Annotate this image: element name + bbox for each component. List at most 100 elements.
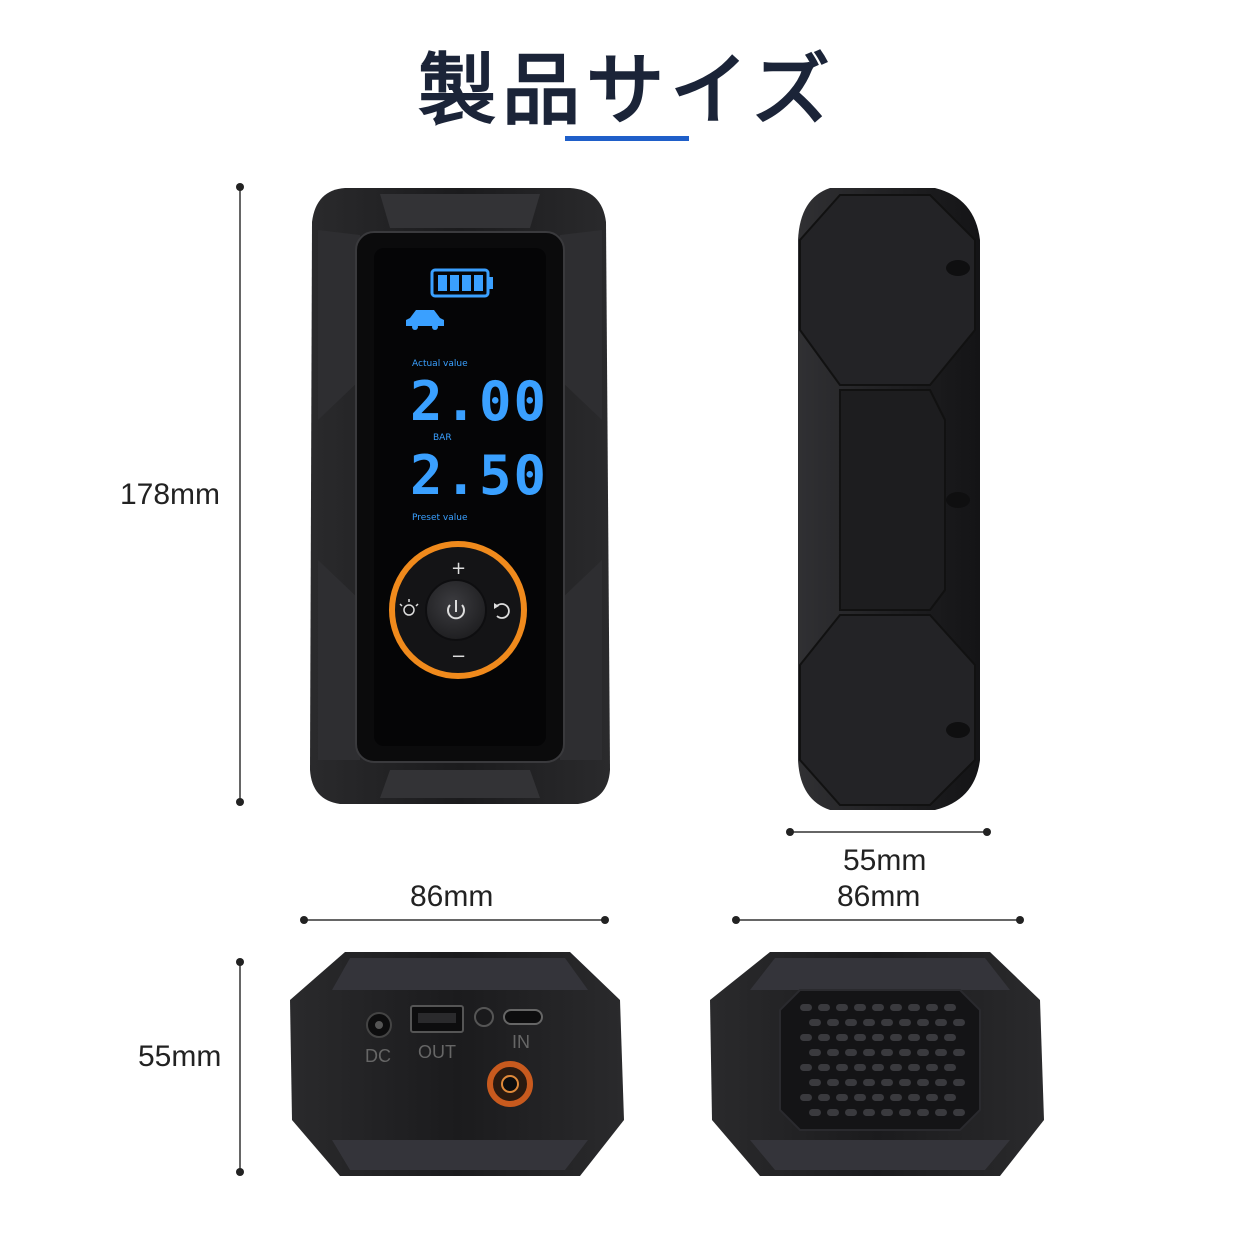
vent-hole [944, 1064, 956, 1071]
vent-hole [872, 1034, 884, 1041]
vent-hole [800, 1004, 812, 1011]
dimension-line-back-width [732, 916, 1024, 924]
in-label: IN [512, 1032, 530, 1052]
vent-hole [890, 1094, 902, 1101]
vent-hole [881, 1109, 893, 1116]
dimension-label-side-depth: 55mm [843, 844, 926, 877]
vent-hole [917, 1109, 929, 1116]
vent-hole [818, 1064, 830, 1071]
dimension-line-bottom-height [236, 958, 244, 1176]
vent-hole [935, 1049, 947, 1056]
minus-icon[interactable]: − [451, 646, 466, 667]
preset-reading: 2.50 [410, 444, 548, 507]
vent-hole [881, 1079, 893, 1086]
vent-hole [917, 1049, 929, 1056]
vent-hole [890, 1004, 902, 1011]
plus-icon[interactable]: + [451, 558, 466, 579]
vent-hole [818, 1004, 830, 1011]
vent-hole [935, 1109, 947, 1116]
vent-hole [863, 1079, 875, 1086]
dimension-label-height: 178mm [120, 478, 220, 511]
vent-hole [818, 1094, 830, 1101]
vent-hole [881, 1019, 893, 1026]
dc-label: DC [365, 1046, 391, 1066]
vent-hole [845, 1049, 857, 1056]
out-label: OUT [418, 1042, 456, 1062]
vent-hole [890, 1064, 902, 1071]
vent-hole [836, 1034, 848, 1041]
vent-hole [935, 1079, 947, 1086]
dimension-line-height [236, 183, 244, 806]
vent-hole [908, 1094, 920, 1101]
vent-hole [845, 1079, 857, 1086]
vent-hole [809, 1109, 821, 1116]
vent-hole [863, 1109, 875, 1116]
vent-holes [800, 1004, 965, 1116]
vent-hole [809, 1049, 821, 1056]
vent-hole [953, 1109, 965, 1116]
vent-hole [908, 1064, 920, 1071]
dimension-line-side-depth [786, 828, 991, 836]
vent-hole [800, 1094, 812, 1101]
vent-hole [899, 1049, 911, 1056]
vent-hole [854, 1064, 866, 1071]
vent-hole [863, 1049, 875, 1056]
dimension-line-front-width [300, 916, 609, 924]
side-view [798, 188, 980, 810]
vent-hole [926, 1094, 938, 1101]
dimension-label-front-width: 86mm [410, 880, 493, 913]
vent-hole [908, 1034, 920, 1041]
dimension-label-back-width: 86mm [837, 880, 920, 913]
vent-hole [818, 1034, 830, 1041]
light-icon[interactable] [399, 599, 419, 616]
vent-hole [899, 1019, 911, 1026]
vent-hole [809, 1079, 821, 1086]
vent-hole [899, 1079, 911, 1086]
vent-hole [926, 1004, 938, 1011]
vent-hole [800, 1034, 812, 1041]
bottom-view: DC OUT IN [290, 952, 624, 1176]
vent-hole [800, 1064, 812, 1071]
vent-hole [872, 1094, 884, 1101]
vent-hole [944, 1034, 956, 1041]
vent-hole [809, 1019, 821, 1026]
title-underline [565, 136, 689, 141]
vent-hole [890, 1034, 902, 1041]
vent-hole [917, 1019, 929, 1026]
vent-hole [926, 1064, 938, 1071]
vent-hole [854, 1094, 866, 1101]
vent-hole [872, 1004, 884, 1011]
vent-hole [836, 1094, 848, 1101]
actual-value-label: Actual value [412, 359, 468, 369]
unit-label: BAR [433, 433, 452, 443]
vent-hole [845, 1019, 857, 1026]
vent-hole [908, 1004, 920, 1011]
usb-c-port [503, 1009, 543, 1025]
page-title: 製品サイズ [418, 46, 836, 136]
vent-hole [881, 1049, 893, 1056]
vent-hole [827, 1019, 839, 1026]
vent-hole [953, 1079, 965, 1086]
vent-hole [827, 1049, 839, 1056]
vent-hole [827, 1079, 839, 1086]
vent-hole [926, 1034, 938, 1041]
vent-hole [917, 1079, 929, 1086]
vent-hole [854, 1004, 866, 1011]
front-view: Actual value 2.00 BAR 2.50 Preset value … [310, 188, 610, 804]
actual-reading: 2.00 [410, 370, 548, 433]
vent-hole [953, 1019, 965, 1026]
vent-hole [836, 1004, 848, 1011]
dimension-label-bottom-height: 55mm [138, 1040, 221, 1073]
vent-hole [944, 1004, 956, 1011]
back-view [710, 952, 1044, 1176]
vent-hole [845, 1109, 857, 1116]
vent-hole [899, 1109, 911, 1116]
cycle-icon[interactable] [494, 603, 510, 619]
vent-hole [836, 1064, 848, 1071]
car-icon [406, 310, 444, 330]
preset-value-label: Preset value [412, 513, 468, 523]
vent-hole [953, 1049, 965, 1056]
vent-hole [935, 1019, 947, 1026]
power-icon [447, 600, 465, 620]
